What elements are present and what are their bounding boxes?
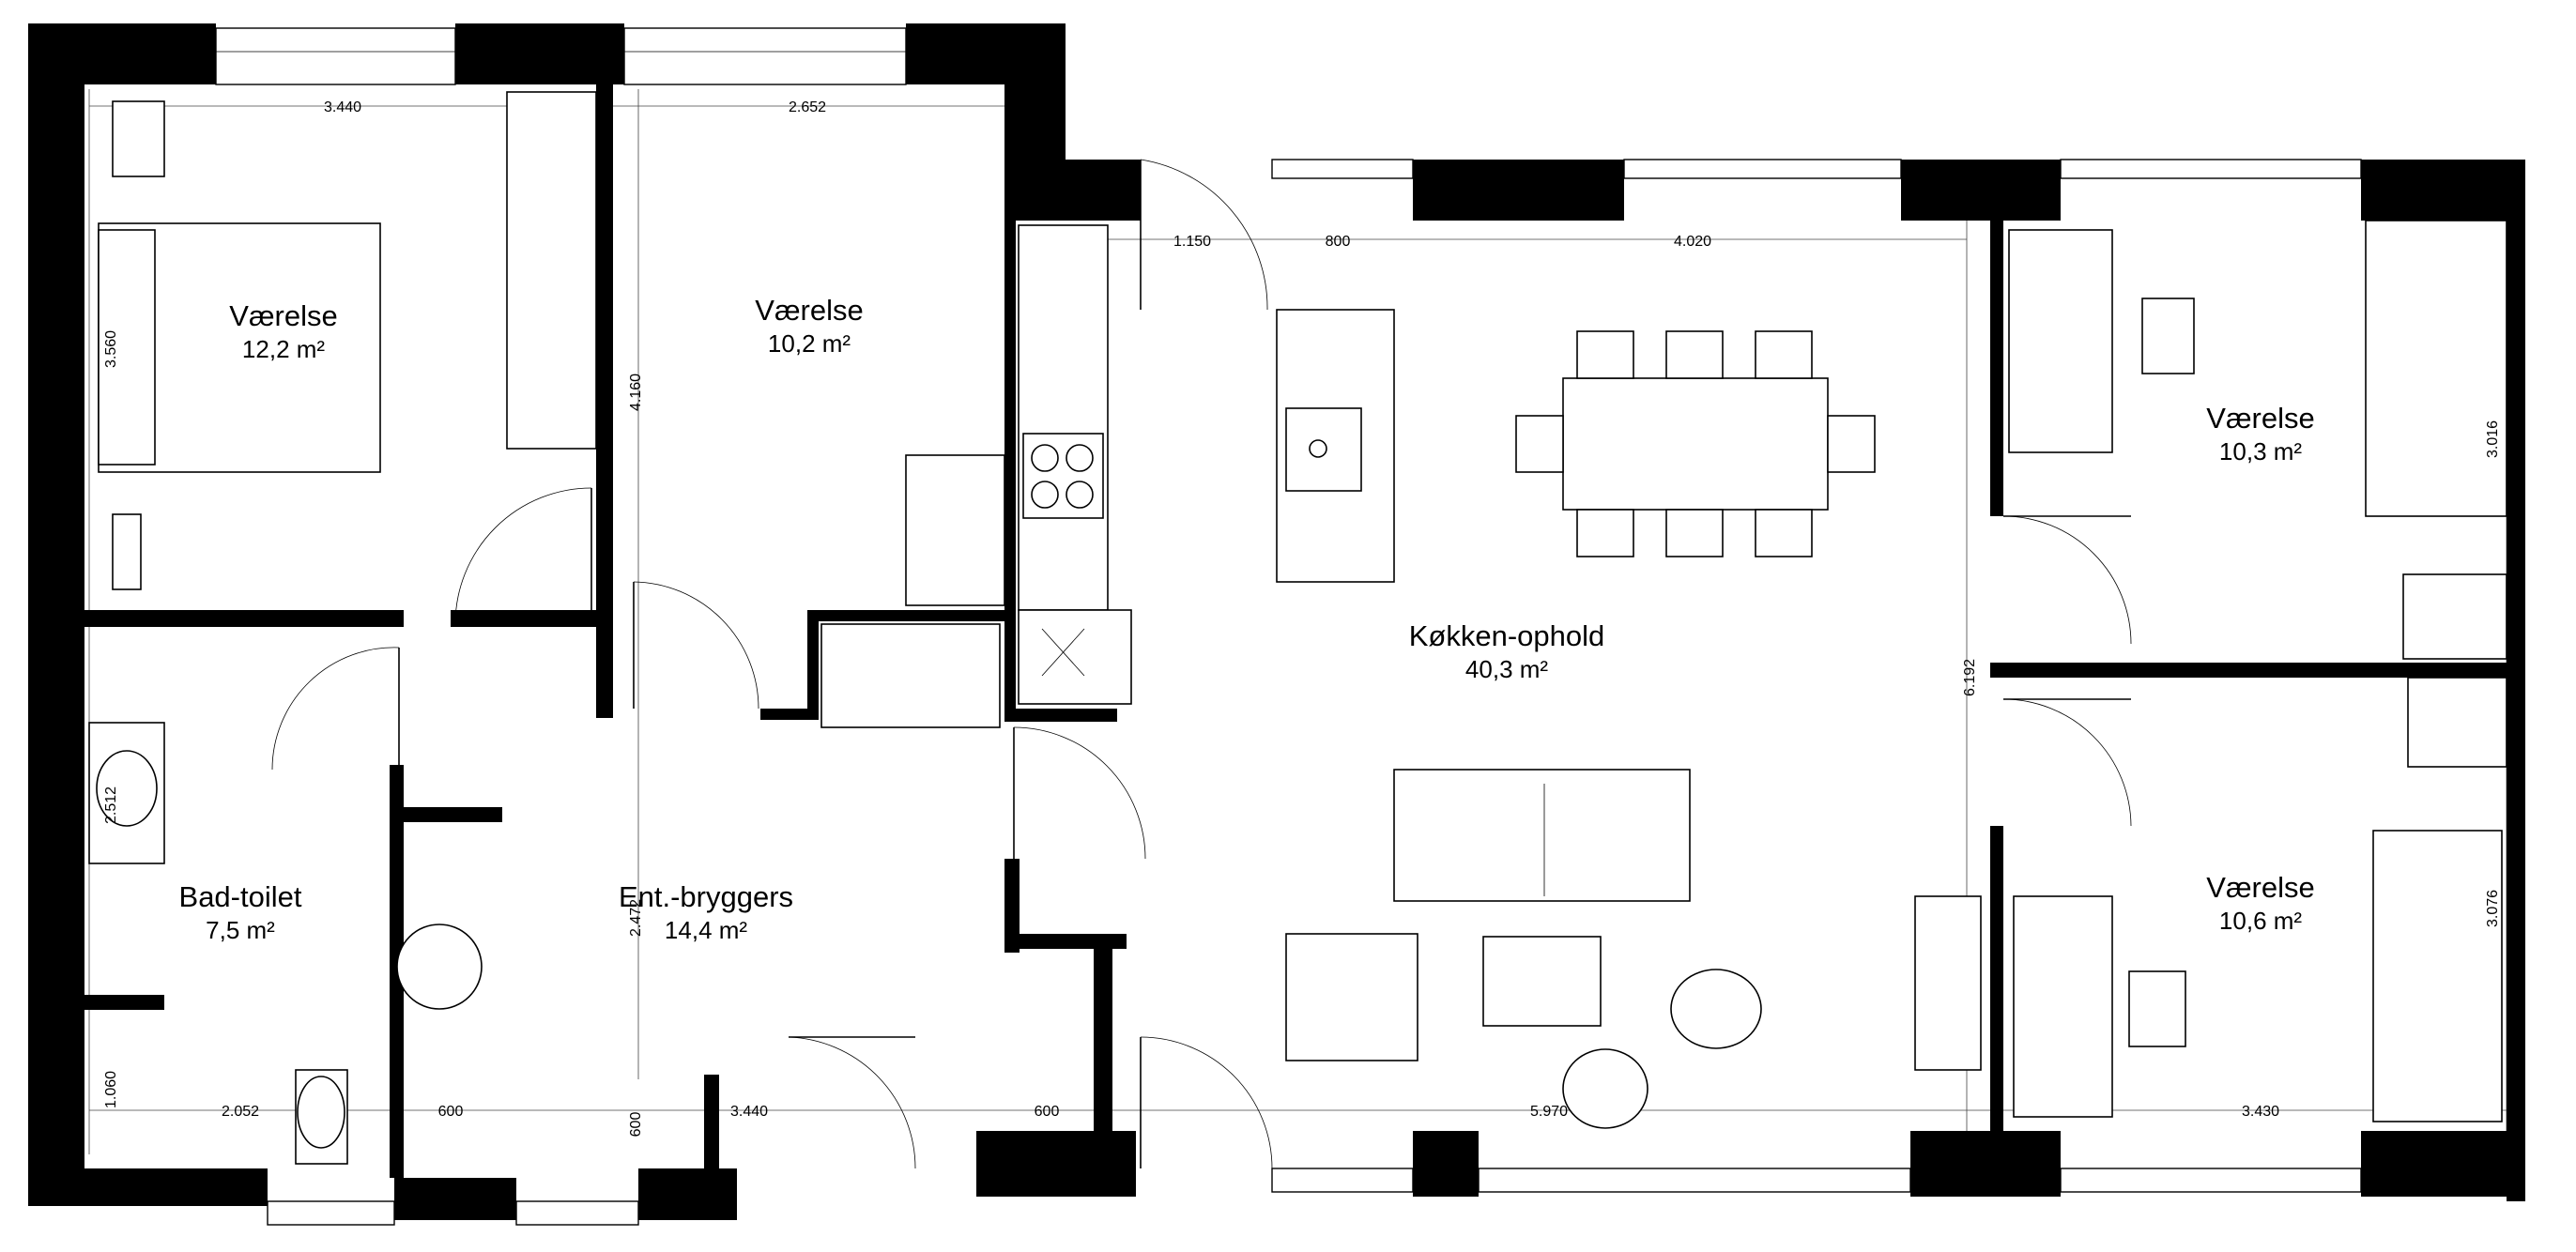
dimension-label: 3.440 (730, 1104, 768, 1120)
furniture (88, 91, 2507, 1165)
room-name: Værelse (229, 299, 337, 332)
room-area: 12,2 m² (242, 335, 325, 363)
room-name: Værelse (2206, 402, 2314, 435)
walls (28, 23, 2525, 1220)
dimension-label: 600 (1035, 1104, 1060, 1120)
room-area: 10,3 m² (2219, 437, 2302, 466)
dimension-label: 600 (628, 1112, 644, 1137)
room-area: 14,4 m² (665, 916, 747, 944)
dimension-label: 5.970 (1530, 1104, 1568, 1120)
dimension-label: 6.192 (1962, 659, 1978, 696)
dimension-label: 1.150 (1173, 234, 1211, 250)
dimension-label: 4.160 (628, 374, 644, 411)
dimension-label: 3.430 (2242, 1104, 2279, 1120)
windows (215, 27, 2362, 1226)
dimension-labels: 3.440 2.652 1.150 800 4.020 3.560 4.160 … (103, 99, 2501, 1137)
room-name: Køkken-ophold (1409, 619, 1605, 652)
dimension-label: 3.560 (103, 330, 119, 368)
dimension-label: 3.076 (2485, 890, 2501, 927)
room-area: 10,6 m² (2219, 907, 2302, 935)
dimension-label: 2.472 (628, 899, 644, 937)
doors (271, 159, 2132, 1169)
dimension-label: 3.440 (324, 99, 361, 115)
dimension-label: 2.512 (103, 786, 119, 824)
dimension-label: 1.060 (103, 1071, 119, 1108)
room-name: Ent.-bryggers (619, 880, 793, 913)
dimension-label: 3.016 (2485, 420, 2501, 458)
room-name: Værelse (2206, 871, 2314, 904)
dimension-label: 600 (438, 1104, 464, 1120)
dimension-label: 4.020 (1674, 234, 1711, 250)
dimension-label: 2.052 (222, 1104, 259, 1120)
room-labels: Værelse 12,2 m² Værelse 10,2 m² Køkken-o… (179, 294, 2315, 944)
room-name: Værelse (755, 294, 863, 327)
room-area: 10,2 m² (768, 329, 851, 358)
dimension-label: 800 (1326, 234, 1351, 250)
dimension-label: 2.652 (789, 99, 826, 115)
room-area: 7,5 m² (206, 916, 275, 944)
room-name: Bad-toilet (179, 880, 302, 913)
room-area: 40,3 m² (1465, 655, 1548, 683)
